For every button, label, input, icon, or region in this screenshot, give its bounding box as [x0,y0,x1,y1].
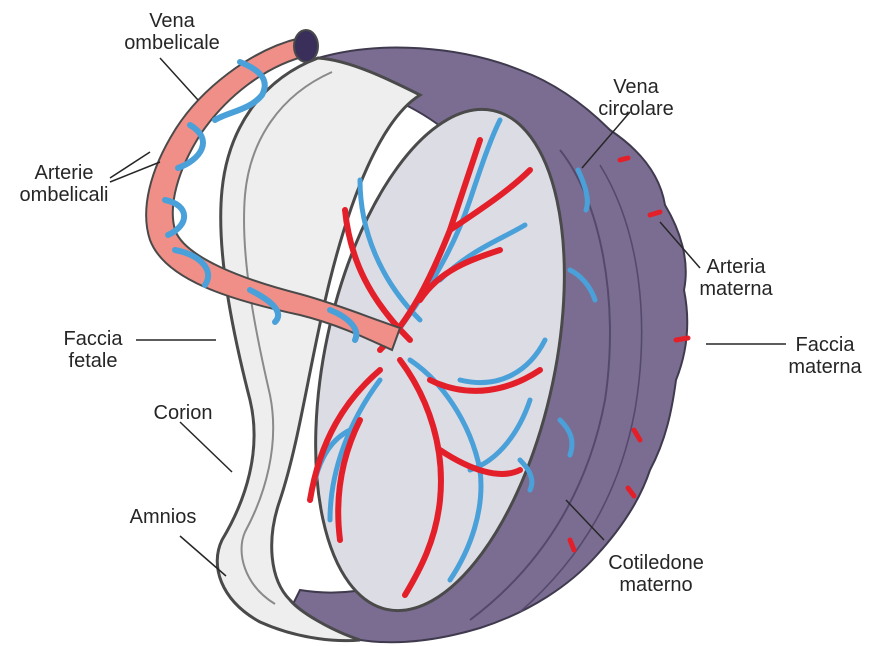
label-amnios-line1: Amnios [118,506,208,528]
label-faccia-materna-line1: Faccia [780,334,870,356]
label-vena-ombelicale-line1: Vena [112,10,232,32]
label-vena-circolare-line1: Vena [586,76,686,98]
label-faccia-fetale-line2: fetale [48,350,138,372]
label-faccia-fetale-line1: Faccia [48,328,138,350]
label-vena-ombelicale: Vena ombelicale [112,10,232,54]
label-faccia-materna-line2: materna [780,356,870,378]
label-arteria-materna-line2: materna [686,278,786,300]
label-cotiledone-materno-line1: Cotiledone [596,552,716,574]
label-corion: Corion [138,402,228,424]
label-cotiledone-materno: Cotiledone materno [596,552,716,596]
label-arterie-ombelicali: Arterie ombelicali [4,162,124,206]
label-arterie-ombelicali-line2: ombelicali [4,184,124,206]
label-vena-circolare-line2: circolare [586,98,686,120]
label-vena-circolare: Vena circolare [586,76,686,120]
label-vena-ombelicale-line2: ombelicale [112,32,232,54]
label-arteria-materna-line1: Arteria [686,256,786,278]
label-faccia-materna: Faccia materna [780,334,870,378]
label-faccia-fetale: Faccia fetale [48,328,138,372]
label-arterie-ombelicali-line1: Arterie [4,162,124,184]
umbilical-cord-end [294,30,318,62]
label-cotiledone-materno-line2: materno [596,574,716,596]
label-amnios: Amnios [118,506,208,528]
label-arteria-materna: Arteria materna [686,256,786,300]
label-corion-line1: Corion [138,402,228,424]
